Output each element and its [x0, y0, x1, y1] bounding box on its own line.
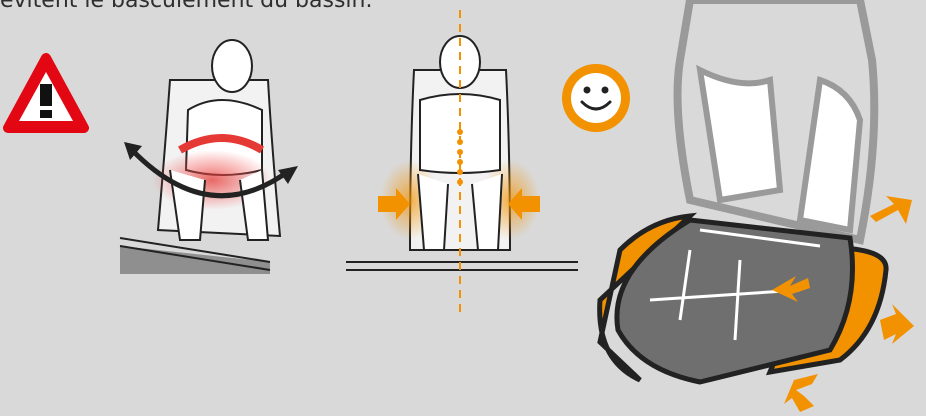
centered-figure	[346, 10, 578, 312]
tilted-figure	[120, 40, 298, 274]
smiley-icon	[562, 64, 630, 132]
seat-cushion	[600, 0, 914, 412]
warning-icon	[8, 58, 84, 128]
